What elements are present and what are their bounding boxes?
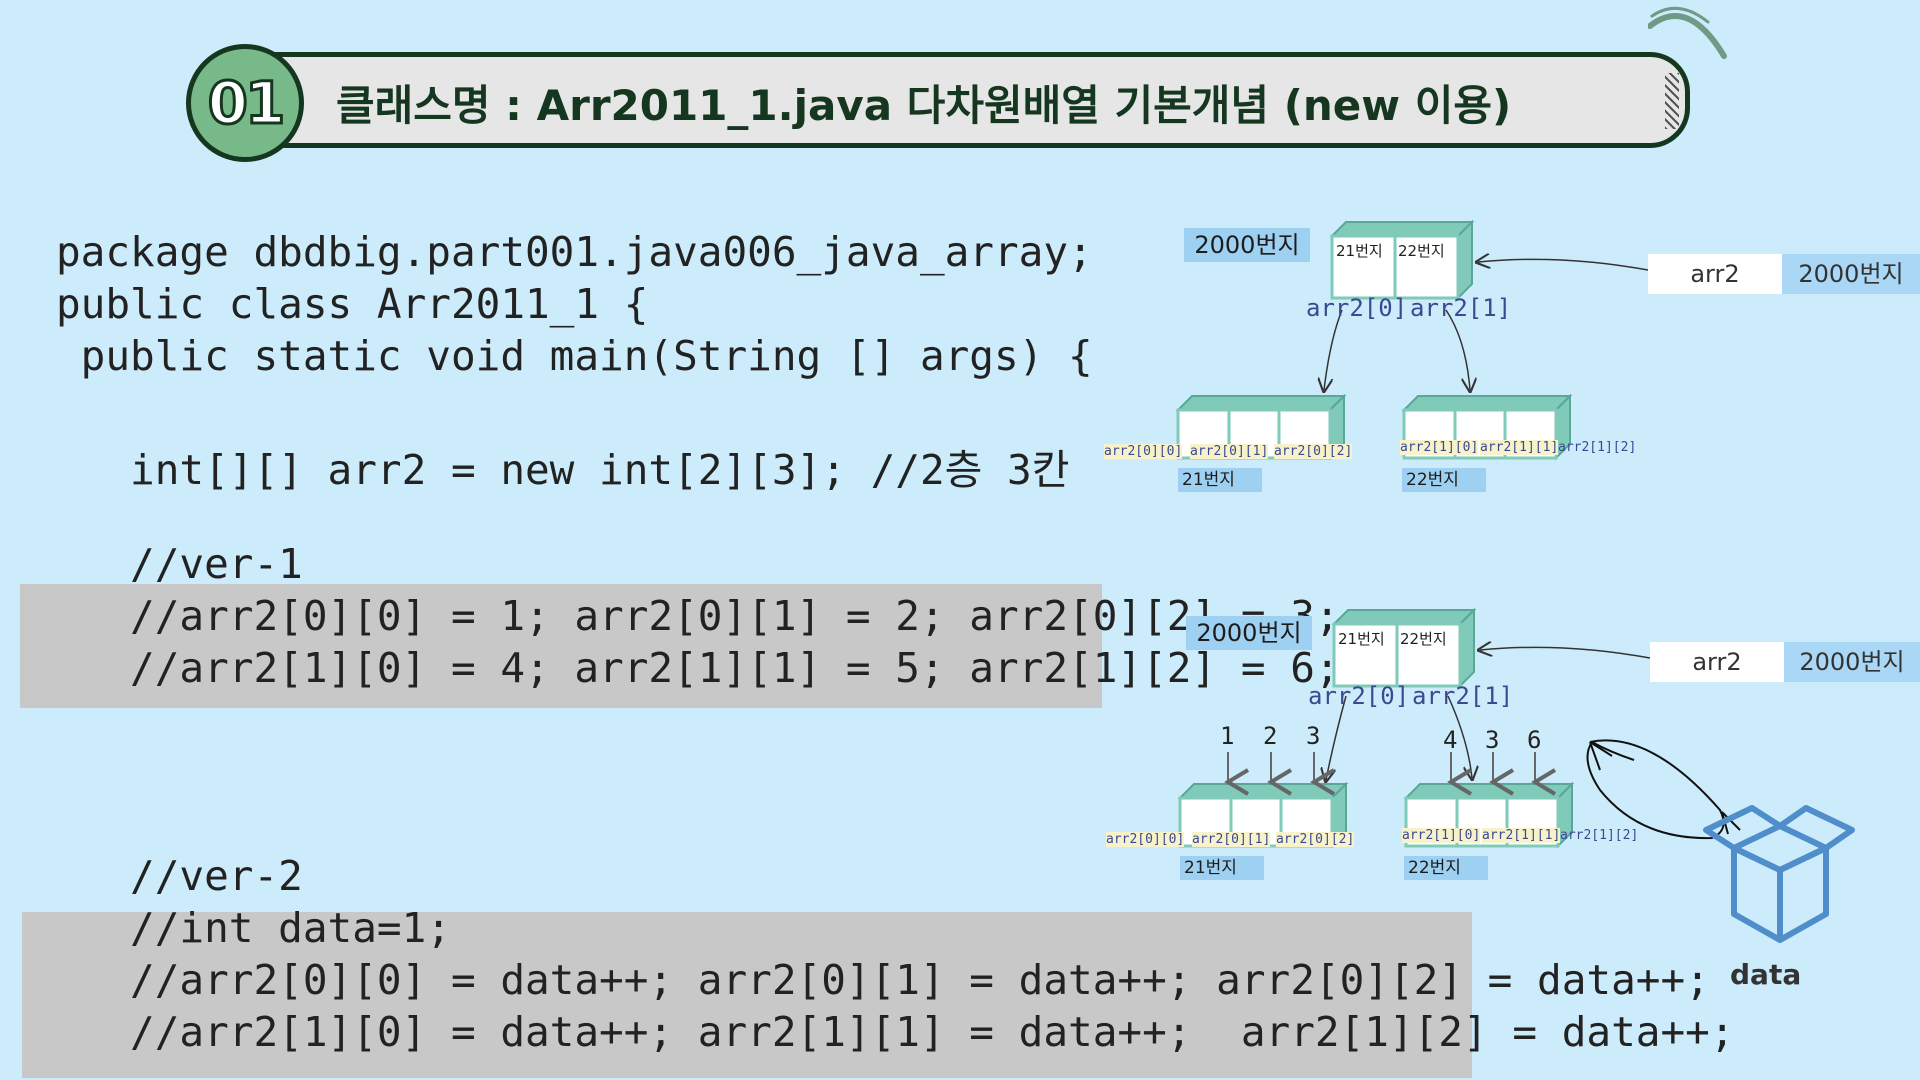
code-line: //arr2[1][0] = 4; arr2[1][1] = 5; arr2[1… — [56, 644, 1340, 692]
row1-address-label: 22번지 — [1402, 468, 1486, 492]
code-line: //int data=1; — [56, 904, 451, 952]
main-address-label-2: 2000번지 — [1186, 616, 1312, 650]
row1-address-label-2: 22번지 — [1404, 856, 1488, 880]
banner-hatch-decoration — [1665, 73, 1679, 129]
row-ref-1-label: arr2[1] — [1410, 294, 1512, 322]
row0-cell-2-label-2: arr2[0][2] — [1276, 832, 1355, 847]
var-name-label: arr2 — [1648, 254, 1782, 294]
value-1-0: 4 — [1443, 726, 1458, 754]
row0-cell-1-label: arr2[0][1] — [1190, 444, 1269, 459]
row1-cube — [1401, 393, 1573, 461]
data-label: data — [1730, 958, 1802, 991]
main-address-label: 2000번지 — [1184, 228, 1310, 262]
page-title: 클래스명 : Arr2011_1.java 다차원배열 기본개념 (new 이용… — [336, 81, 1512, 130]
row0-cell-2-label: arr2[0][2] — [1274, 444, 1353, 459]
data-box-icon — [1703, 805, 1855, 943]
value-arrows — [1224, 752, 1557, 796]
code-highlight-ver2 — [22, 912, 1472, 1078]
top-array-cube — [1329, 219, 1475, 301]
top-cell-0-label-2: 21번지 — [1338, 630, 1385, 648]
value-0-0: 1 — [1220, 722, 1235, 750]
code-line: public static void main(String [] args) … — [56, 332, 1093, 380]
code-line: //arr2[1][0] = data++; arr2[1][1] = data… — [56, 1008, 1735, 1056]
row-ref-0-label: arr2[0] — [1306, 294, 1408, 322]
row1-cell-2-label-2: arr2[1][2] — [1560, 828, 1639, 843]
code-line: public class Arr2011_1 { — [56, 280, 649, 328]
var-value-label-2: 2000번지 — [1784, 642, 1920, 682]
code-highlight-ver1 — [20, 584, 1102, 708]
row0-cell-0-label-2: arr2[0][0] — [1106, 832, 1185, 847]
value-0-2: 3 — [1306, 722, 1321, 750]
row0-address-label: 21번지 — [1178, 468, 1262, 492]
var-value-label: 2000번지 — [1782, 254, 1920, 294]
row0-cell-0-label: arr2[0][0] — [1104, 444, 1183, 459]
top-cell-0-label: 21번지 — [1336, 242, 1383, 260]
row1-cell-0-label: arr2[1][0] — [1400, 440, 1479, 455]
row1-cell-1-label: arr2[1][1] — [1480, 440, 1559, 455]
code-line: int[][] arr2 = new int[2][3]; //2층 3칸 — [56, 446, 1070, 494]
title-banner — [270, 52, 1690, 148]
code-line: package dbdbig.part001.java006_java_arra… — [56, 228, 1093, 276]
top-cell-1-label: 22번지 — [1398, 242, 1445, 260]
code-line: //arr2[0][0] = data++; arr2[0][1] = data… — [56, 956, 1710, 1004]
data-loop-arrow — [1586, 739, 1725, 840]
var-name-label-2: arr2 — [1650, 642, 1784, 682]
value-1-2: 6 — [1527, 726, 1542, 754]
row1-cell-0-label-2: arr2[1][0] — [1402, 828, 1481, 843]
swoosh-decoration — [1648, 6, 1727, 59]
code-line: //arr2[0][0] = 1; arr2[0][1] = 2; arr2[0… — [56, 592, 1340, 640]
row0-cell-1-label-2: arr2[0][1] — [1192, 832, 1271, 847]
top-cell-1-label-2: 22번지 — [1400, 630, 1447, 648]
row-ref-1-label-2: arr2[1] — [1412, 682, 1514, 710]
top-array-cube-2 — [1331, 607, 1477, 689]
row-ref-0-label-2: arr2[0] — [1308, 682, 1410, 710]
row0-address-label-2: 21번지 — [1180, 856, 1264, 880]
value-0-1: 2 — [1263, 722, 1278, 750]
row1-cell-1-label-2: arr2[1][1] — [1482, 828, 1561, 843]
row1-cell-2-label: arr2[1][2] — [1558, 440, 1637, 455]
section-number-badge: 01 — [186, 44, 304, 162]
code-line: //ver-1 — [56, 540, 303, 588]
code-line: //ver-2 — [56, 852, 303, 900]
value-1-1: 3 — [1485, 726, 1500, 754]
